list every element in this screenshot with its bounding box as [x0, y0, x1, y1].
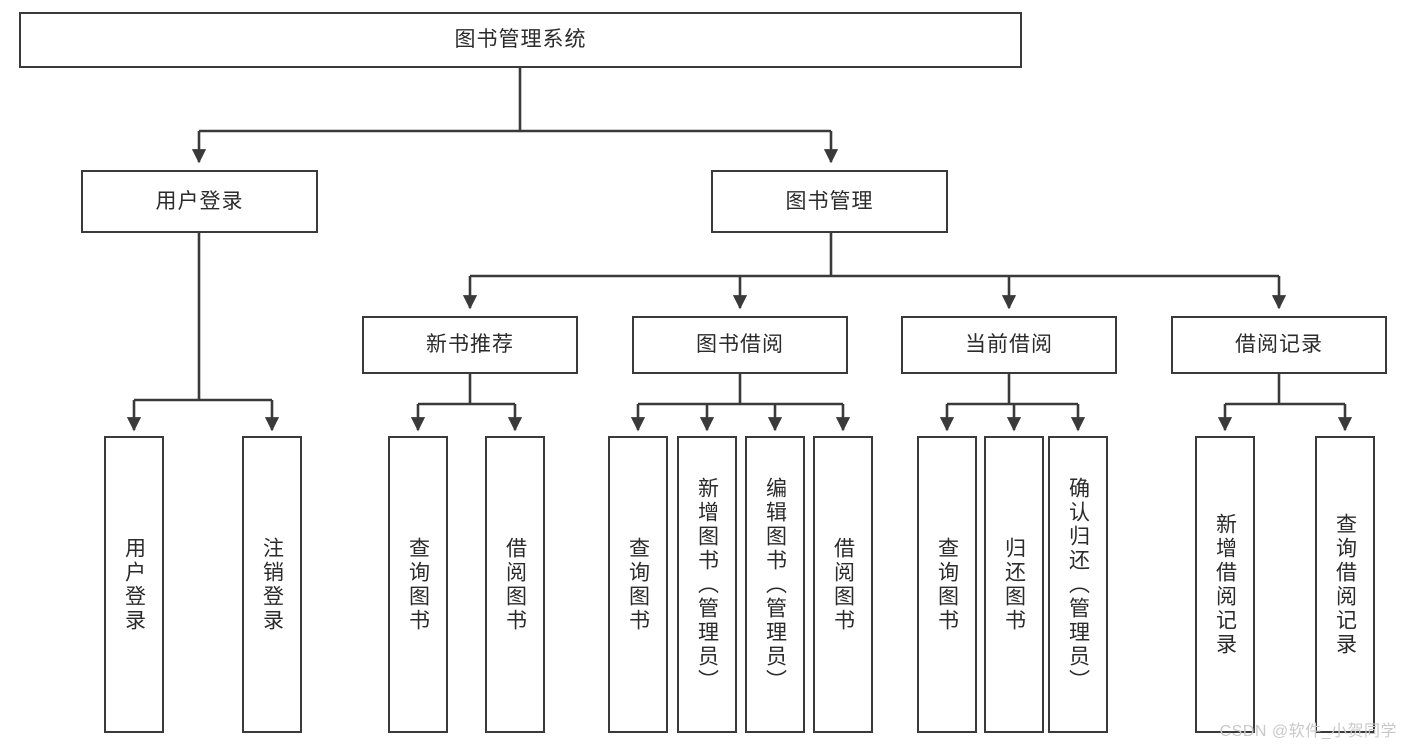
leaf-recommend-borrow-book[interactable]: 借阅图书: [485, 436, 545, 733]
leaf-borrow-borrow-book-label: 借阅图书: [831, 536, 855, 633]
node-borrow-record-label: 借阅记录: [1235, 333, 1323, 357]
leaf-current-query-book[interactable]: 查询图书: [917, 436, 977, 733]
leaf-recommend-query-book[interactable]: 查询图书: [388, 436, 448, 733]
node-new-book-recommend-label: 新书推荐: [426, 333, 514, 357]
node-book-manage[interactable]: 图书管理: [711, 170, 948, 233]
leaf-borrow-add-book[interactable]: 新增图书（管理员）: [677, 436, 737, 733]
leaf-record-add[interactable]: 新增借阅记录: [1195, 436, 1255, 733]
node-current-borrow[interactable]: 当前借阅: [901, 316, 1117, 374]
leaf-current-return-book[interactable]: 归还图书: [984, 436, 1044, 733]
leaf-current-query-book-label: 查询图书: [935, 536, 959, 633]
leaf-borrow-query-book-label: 查询图书: [626, 536, 650, 633]
node-book-manage-label: 图书管理: [785, 189, 874, 213]
node-user-login-label: 用户登录: [155, 189, 244, 213]
leaf-logout-login[interactable]: 注销登录: [242, 436, 302, 733]
leaf-recommend-borrow-book-label: 借阅图书: [503, 536, 527, 633]
leaf-recommend-query-book-label: 查询图书: [406, 536, 430, 633]
node-user-login[interactable]: 用户登录: [81, 170, 318, 233]
node-root[interactable]: 图书管理系统: [19, 12, 1022, 68]
leaf-logout-login-label: 注销登录: [260, 536, 284, 633]
leaf-borrow-query-book[interactable]: 查询图书: [608, 436, 668, 733]
leaf-user-login-label: 用户登录: [122, 536, 146, 633]
leaf-record-add-label: 新增借阅记录: [1213, 512, 1237, 657]
node-new-book-recommend[interactable]: 新书推荐: [362, 316, 578, 374]
leaf-current-confirm-return-label: 确认归还（管理员）: [1066, 476, 1090, 693]
watermark: CSDN @软件_小贺同学: [1219, 723, 1397, 740]
node-book-borrow-label: 图书借阅: [696, 333, 784, 357]
leaf-record-query-label: 查询借阅记录: [1333, 512, 1357, 657]
leaf-user-login[interactable]: 用户登录: [104, 436, 164, 733]
leaf-borrow-borrow-book[interactable]: 借阅图书: [813, 436, 873, 733]
node-book-borrow[interactable]: 图书借阅: [632, 316, 848, 374]
leaf-current-return-book-label: 归还图书: [1002, 536, 1026, 633]
leaf-borrow-edit-book[interactable]: 编辑图书（管理员）: [745, 436, 805, 733]
node-borrow-record[interactable]: 借阅记录: [1171, 316, 1387, 374]
leaf-borrow-add-book-label: 新增图书（管理员）: [695, 476, 719, 693]
leaf-record-query[interactable]: 查询借阅记录: [1315, 436, 1375, 733]
node-root-label: 图书管理系统: [454, 28, 587, 52]
leaf-borrow-edit-book-label: 编辑图书（管理员）: [763, 476, 787, 693]
leaf-current-confirm-return[interactable]: 确认归还（管理员）: [1048, 436, 1108, 733]
node-current-borrow-label: 当前借阅: [965, 333, 1053, 357]
